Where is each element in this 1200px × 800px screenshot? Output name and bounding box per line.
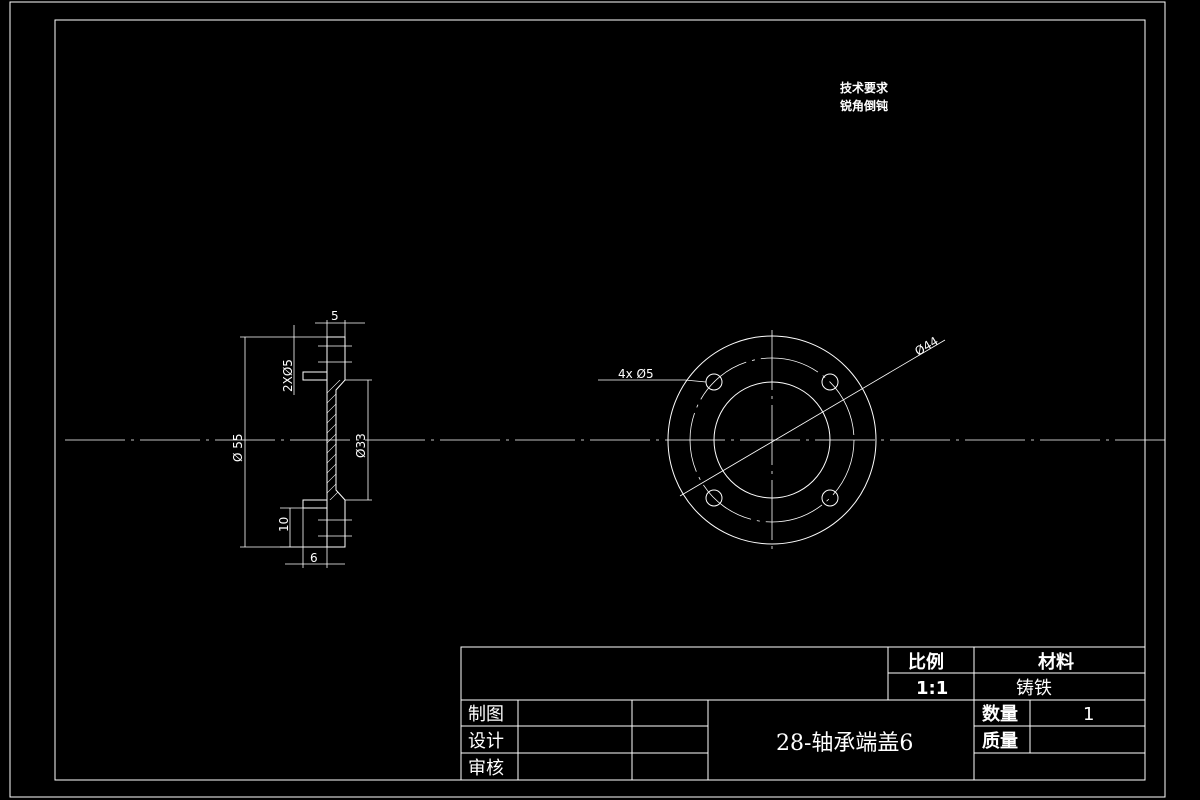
quantity-label: 数量 <box>982 703 1018 725</box>
dim-holes: 4x Ø5 <box>618 367 654 381</box>
scale-label: 比例 <box>908 651 944 673</box>
material-label: 材料 <box>1038 651 1074 673</box>
section-view: 5 Ø 55 2XØ5 Ø33 10 6 <box>231 309 372 568</box>
dim-outer-diameter: Ø 55 <box>231 433 245 462</box>
bolt-hole-4 <box>821 489 839 507</box>
part-name: 28-轴承端盖6 <box>776 731 913 756</box>
dim-pitch-circle: Ø44 <box>912 334 940 359</box>
dim-width-top: 5 <box>331 309 339 323</box>
section-top-step <box>302 371 327 381</box>
dim-height-bottom: 10 <box>277 517 291 532</box>
design-label: 设计 <box>468 731 504 752</box>
outer-border <box>9 1 1166 798</box>
dim-inner-diameter: Ø33 <box>354 433 368 458</box>
review-label: 审核 <box>468 758 504 779</box>
drawn-label: 制图 <box>468 704 504 725</box>
dim-bolt-holes: 2XØ5 <box>281 359 295 392</box>
bolt-hole-2 <box>821 373 839 391</box>
notes-title: 技术要求 <box>840 80 889 95</box>
section-outline <box>326 336 346 548</box>
bolt-hole-3 <box>705 489 723 507</box>
section-bottom-step <box>302 499 327 509</box>
material-value: 铸铁 <box>1016 678 1052 699</box>
mass-label: 质量 <box>982 730 1018 752</box>
scale-value: 1:1 <box>916 678 948 699</box>
section-hatching <box>327 380 345 500</box>
dim-width-bottom: 6 <box>310 551 318 565</box>
title-block: 比例 1:1 材料 铸铁 制图 设计 审核 28-轴承端盖6 数量 1 质量 <box>460 646 1146 781</box>
notes-line1: 锐角倒钝 <box>840 98 888 113</box>
quantity-value: 1 <box>1083 704 1094 725</box>
inner-border <box>54 19 1146 781</box>
